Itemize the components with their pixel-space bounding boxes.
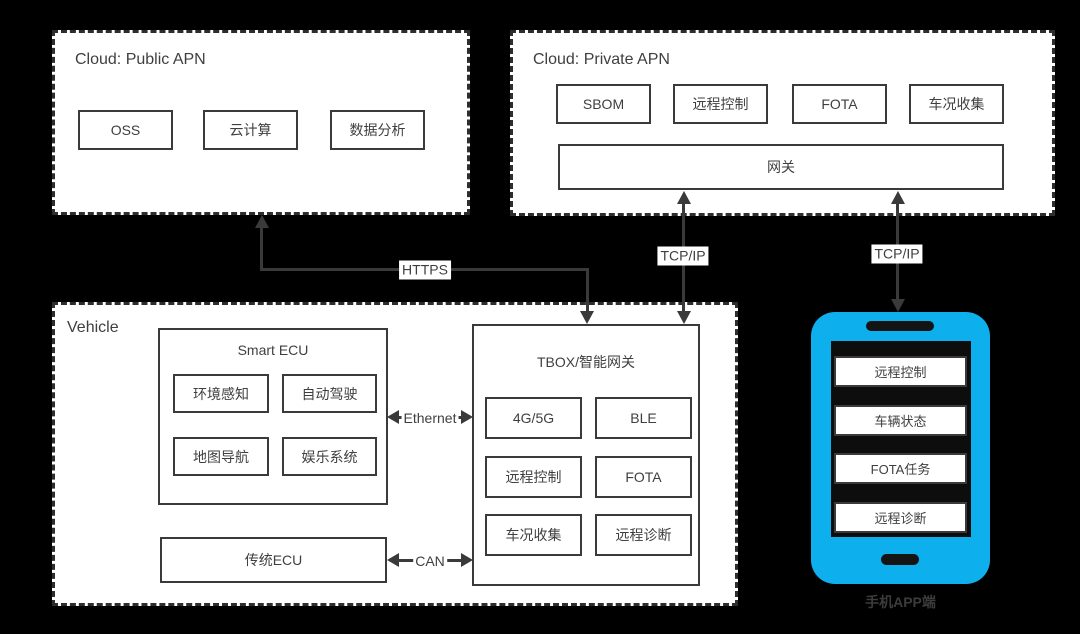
tcpip-phone-label: TCP/IP <box>871 244 923 264</box>
vehicle-title: Vehicle <box>67 319 119 336</box>
node-data-analysis: 数据分析 <box>330 110 425 150</box>
tbox-title: TBOX/智能网关 <box>536 354 635 370</box>
node-vehicle-data-cloud: 车况收集 <box>909 84 1004 124</box>
node-oss: OSS <box>78 110 173 150</box>
node-remote-control-cloud: 远程控制 <box>673 84 768 124</box>
https-line-vertical-right <box>586 268 589 313</box>
vehicle-panel: Vehicle Smart ECU 环境感知 自动驾驶 地图导航 娱乐系统 传统… <box>52 302 738 606</box>
tcpip-tbox-arrowhead-up <box>677 191 691 204</box>
https-arrowhead-up <box>255 215 269 228</box>
node-map-navigation: 地图导航 <box>173 437 269 476</box>
node-remote-control-tbox: 远程控制 <box>485 456 582 498</box>
tcpip-phone-arrowhead-up <box>891 191 905 204</box>
node-fota-cloud: FOTA <box>792 84 887 124</box>
node-remote-diagnosis-tbox: 远程诊断 <box>595 514 692 556</box>
smart-ecu-title: Smart ECU <box>237 342 309 358</box>
node-sbom: SBOM <box>556 84 651 124</box>
phone-caption: 手机APP端 <box>865 594 936 610</box>
can-arrowhead-left <box>387 553 399 567</box>
private-apn-panel: Cloud: Private APN SBOM 远程控制 FOTA 车况收集 网… <box>510 30 1055 216</box>
phone-screen: 远程控制 车辆状态 FOTA任务 远程诊断 <box>831 341 971 537</box>
ethernet-arrowhead-left <box>387 410 399 424</box>
tcpip-tbox-label: TCP/IP <box>657 246 709 266</box>
https-arrowhead-down <box>580 311 594 324</box>
node-fota-tbox: FOTA <box>595 456 692 498</box>
node-autonomous-driving: 自动驾驶 <box>282 374 377 413</box>
https-line-vertical-left <box>260 227 263 270</box>
phone-speaker-slot <box>866 321 934 331</box>
node-entertainment: 娱乐系统 <box>282 437 377 476</box>
https-label: HTTPS <box>399 260 451 280</box>
phone-device: 远程控制 车辆状态 FOTA任务 远程诊断 <box>811 312 990 584</box>
phone-item-remote-diagnosis: 远程诊断 <box>834 502 967 533</box>
tbox-group: TBOX/智能网关 4G/5G BLE 远程控制 FOTA 车况收集 远程诊断 <box>472 324 700 586</box>
node-ble: BLE <box>595 397 692 439</box>
can-label: CAN <box>413 553 447 569</box>
can-arrowhead-right <box>461 553 473 567</box>
public-apn-title: Cloud: Public APN <box>75 51 206 68</box>
phone-item-remote-control: 远程控制 <box>834 356 967 387</box>
node-env-perception: 环境感知 <box>173 374 269 413</box>
phone-home-button <box>881 554 919 565</box>
tcpip-phone-arrowhead-down <box>891 299 905 312</box>
phone-item-fota-task: FOTA任务 <box>834 453 967 484</box>
public-apn-panel: Cloud: Public APN OSS 云计算 数据分析 <box>52 30 470 215</box>
smart-ecu-group: Smart ECU 环境感知 自动驾驶 地图导航 娱乐系统 <box>158 328 388 505</box>
ethernet-label: Ethernet <box>401 410 459 426</box>
node-4g5g: 4G/5G <box>485 397 582 439</box>
node-legacy-ecu: 传统ECU <box>160 537 387 583</box>
phone-item-vehicle-status: 车辆状态 <box>834 405 967 436</box>
node-vehicle-data-tbox: 车况收集 <box>485 514 582 556</box>
node-cloud-computing: 云计算 <box>203 110 298 150</box>
ethernet-arrowhead-right <box>461 410 473 424</box>
private-apn-title: Cloud: Private APN <box>533 51 670 68</box>
tcpip-tbox-arrowhead-down <box>677 311 691 324</box>
node-gateway: 网关 <box>558 144 1004 190</box>
